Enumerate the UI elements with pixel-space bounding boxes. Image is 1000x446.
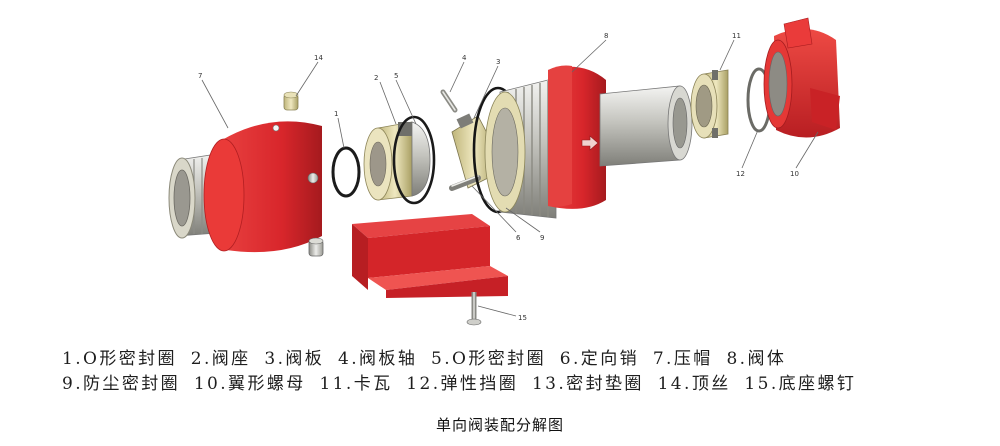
callout-12: 12 [736, 170, 745, 178]
callout-15: 15 [518, 314, 527, 322]
part-8-valve-body [484, 65, 693, 219]
callout-1: 1 [334, 110, 338, 118]
callout-4: 4 [462, 54, 467, 62]
part-2-valve-seat [363, 121, 431, 201]
callout-6: 6 [516, 234, 521, 242]
part-6-orientation-pin [449, 175, 481, 191]
callout-3: 3 [496, 58, 500, 66]
part-1-o-ring [331, 146, 361, 198]
part-15-base-screw [466, 292, 482, 326]
part-7-cap-nut [168, 121, 322, 253]
callout-14: 14 [314, 54, 323, 62]
diagram-caption: 单向阀装配分解图 [435, 416, 564, 434]
callout-10: 10 [790, 170, 799, 178]
part-4-plate-shaft [440, 89, 458, 113]
callout-7: 7 [198, 72, 202, 80]
part-11-slips [690, 69, 729, 139]
part-10-wing-nut [763, 17, 840, 138]
exploded-assembly-diagram: 7 14 1 2 5 4 3 8 11 12 10 6 9 15 [168, 17, 840, 326]
part-5-o-ring [392, 115, 436, 205]
callout-2: 2 [374, 74, 378, 82]
callout-5: 5 [394, 72, 398, 80]
callout-labels: 7 14 1 2 5 4 3 8 11 12 10 6 9 15 [198, 32, 799, 322]
leader-lines [201, 39, 819, 317]
callout-11: 11 [732, 32, 741, 40]
parts-legend-line-1: 1.O形密封圈 2.阀座 3.阀板 4.阀板轴 5.O形密封圈 6.定向销 7.… [62, 349, 787, 369]
callout-9: 9 [540, 234, 544, 242]
callout-8: 8 [604, 32, 608, 40]
part-13-sealing-gasket [352, 214, 508, 298]
parts-legend-line-2: 9.防尘密封圈 10.翼形螺母 11.卡瓦 12.弹性挡圈 13.密封垫圈 14… [62, 374, 857, 394]
part-14-set-screw [283, 91, 324, 257]
